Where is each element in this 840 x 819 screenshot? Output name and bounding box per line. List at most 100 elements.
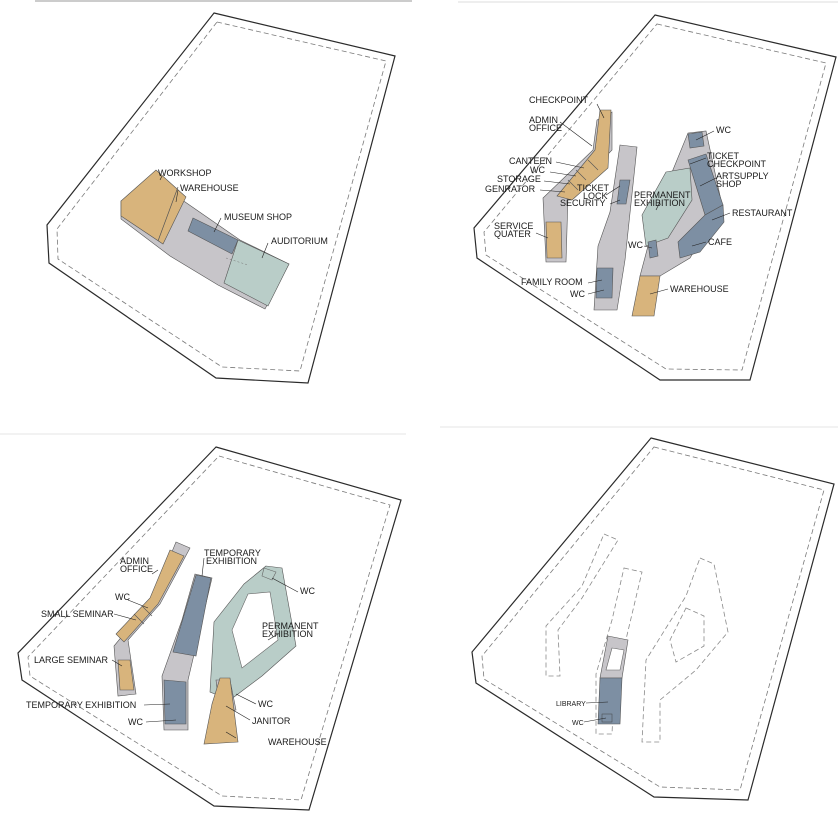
checkpoint-admin-block (556, 109, 612, 201)
leader-warehouse (225, 731, 237, 739)
restaurant-cafe-block (677, 204, 725, 259)
label-large-seminar: LARGE SEMINAR (34, 655, 109, 665)
leader-wc-mid (235, 693, 257, 705)
right-wing (631, 130, 725, 317)
label-family-room: FAMILY ROOM (521, 277, 583, 287)
leader-canteen (555, 161, 585, 169)
leader-wc-bottom (587, 289, 605, 295)
leader-checkpoint (596, 103, 605, 119)
leader-service (535, 232, 549, 239)
label-genrator: GENRATOR (485, 184, 536, 194)
leader-workshop (159, 175, 163, 181)
label-wc-top: WC (300, 586, 315, 596)
middle-wing (161, 573, 213, 731)
leader-security (609, 199, 621, 205)
room-divider (567, 179, 579, 191)
building-wing (120, 169, 290, 310)
label-restaurant: RESTAURANT (732, 208, 793, 218)
wc-room (601, 713, 613, 723)
label-janitor: JANITOR (252, 716, 291, 726)
leader-large-seminar (111, 659, 123, 667)
leader-admin (559, 121, 593, 147)
leader-wc-left (127, 599, 149, 609)
label-checkpoint2: CHECKPOINT (707, 159, 767, 169)
leader-wc-a (549, 171, 577, 177)
leader-ticket2 (689, 157, 707, 165)
warehouse-divider (157, 186, 179, 242)
leader-library (585, 701, 609, 704)
label-temporary-exhibition: TEMPORARY EXHIBITION (26, 700, 136, 710)
label-cafe: CAFE (708, 237, 732, 247)
label-wc-bottom: WC (570, 289, 585, 299)
label-museum-shop: MUSEUM SHOP (224, 212, 292, 222)
leader-warehouse (649, 288, 669, 295)
service-quater-block (545, 221, 563, 259)
label-library: LIBRARY (556, 701, 586, 708)
label-office: OFFICE (529, 123, 562, 133)
wc-top-outline (261, 567, 277, 581)
leader-restaurant (711, 212, 731, 221)
leader-temporary (201, 557, 205, 577)
library-block-group (597, 635, 629, 725)
panel-1-ground-floor: WORKSHOP WAREHOUSE MUSEUM SHOP AUDITORIU… (46, 12, 396, 384)
panel-1-labels: WORKSHOP WAREHOUSE MUSEUM SHOP AUDITORIU… (158, 168, 328, 259)
permanent-exhibition-block (641, 167, 693, 247)
leader-storage (543, 180, 571, 185)
leader-wc-top (695, 130, 715, 141)
library-block (597, 677, 623, 725)
label-wc-top: WC (716, 125, 731, 135)
leader-museum-shop (213, 217, 222, 233)
stair-void (605, 647, 625, 671)
leader-wc-bottom (145, 719, 177, 723)
site-setback-line (481, 446, 825, 791)
ghost-courtyard (669, 607, 705, 663)
panel-4-labels: LIBRARY WC (556, 701, 609, 727)
leader-auditorium (261, 242, 269, 259)
leader-lock (605, 185, 621, 196)
label-wc-bottom: WC (128, 717, 143, 727)
label-storage: STORAGE (497, 174, 541, 184)
label-workshop: WORKSHOP (158, 168, 212, 178)
label-shop: SHOP (716, 179, 742, 189)
leader-artsupply (699, 177, 717, 187)
leader-warehouse (175, 189, 179, 203)
label-permanent: PERMANENT (262, 621, 319, 631)
panel-4-third-floor: LIBRARY WC (471, 437, 835, 801)
leader-janitor (225, 705, 251, 721)
workshop-block (120, 169, 187, 245)
ghost-outlines-of-lower-floors (545, 533, 729, 743)
large-seminar-block (117, 659, 135, 691)
leader-temporary-exhibition (143, 703, 171, 706)
label-wc-mid: WC (628, 240, 643, 250)
leader-wc (583, 717, 607, 723)
site-boundary (471, 437, 835, 801)
label-service: SERVICE (494, 221, 533, 231)
auditorium-block (223, 239, 290, 307)
leader-permanent (267, 633, 279, 641)
label-lock: LOCK (583, 191, 608, 201)
panel-2-labels: CHECKPOINT ADMIN OFFICE CANTEEN WC STORA… (485, 95, 793, 299)
label-warehouse: WAREHOUSE (670, 284, 729, 294)
ticket-lock-block (616, 179, 631, 205)
middle-wing (593, 144, 638, 311)
label-admin: ADMIN (529, 115, 558, 125)
panel-2-first-floor: CHECKPOINT ADMIN OFFICE CANTEEN WC STORA… (473, 14, 837, 381)
label-exhibition: EXHIBITION (634, 198, 685, 208)
label-wc: WC (572, 720, 584, 727)
label-admin: ADMIN (120, 556, 149, 566)
label-small-seminar: SMALL SEMINAR (41, 609, 114, 619)
warehouse-block (203, 677, 239, 745)
right-wing (203, 565, 297, 745)
ghost-middle-wing (595, 567, 643, 735)
panel-3-second-floor: ADMIN OFFICE TEMPORARY EXHIBITION WC WC … (17, 446, 402, 811)
ghost-left-wing (545, 533, 619, 677)
label-auditorium: AUDITORIUM (271, 236, 328, 246)
label-permanent: PERMANENT (634, 190, 691, 200)
leader-wc-mid (643, 245, 653, 249)
temporary-exhibition-bottom-block (163, 679, 187, 725)
leader-admin-office (151, 569, 159, 575)
museum-shop-block (187, 217, 239, 255)
label-canteen: CANTEEN (509, 156, 552, 166)
